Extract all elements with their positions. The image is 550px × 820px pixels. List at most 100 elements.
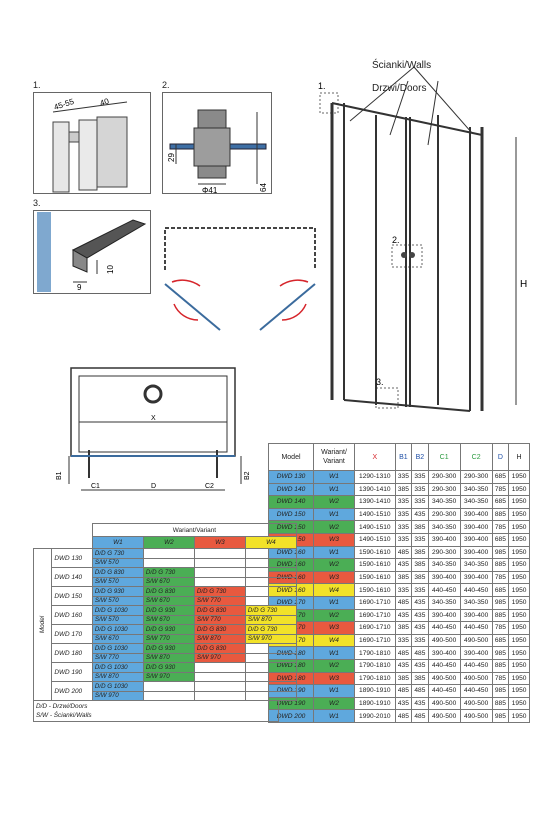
variant-col-header: W2 (142, 536, 195, 549)
variant-cell-empty (142, 681, 195, 692)
spec-cell: 435 (394, 558, 413, 572)
spec-cell: 490-500 (427, 709, 461, 723)
variant-model: DWD 140 (51, 567, 93, 587)
spec-cell: 440-450 (427, 621, 461, 635)
spec-cell: 685 (491, 583, 510, 597)
spec-cell: 440-450 (427, 658, 461, 673)
spec-cell: 385 (394, 570, 413, 585)
detail-1-label: 1. (33, 80, 41, 90)
spec-cell: 385 (394, 482, 413, 497)
spec-cell: 1950 (508, 570, 530, 585)
spec-cell: 1950 (508, 621, 530, 635)
variant-cell: D/D G 1030 (91, 643, 144, 654)
spec-cell: 1690-1710 (354, 608, 396, 623)
spec-cell: W2 (313, 658, 355, 673)
variant-cell: S/W 970 (91, 690, 144, 701)
spec-cell: 390-400 (459, 570, 493, 585)
variant-cell: D/D G 1030 (91, 605, 144, 616)
spec-cell: 785 (491, 621, 510, 635)
spec-cell: 1490-1510 (354, 520, 396, 534)
spec-cell: 385 (411, 671, 429, 686)
plan-dim-b1: B1 (56, 471, 63, 480)
spec-cell: 490-500 (459, 633, 493, 648)
variant-cell-empty (193, 681, 246, 692)
variant-cell: S/W 970 (142, 671, 195, 682)
spec-cell: 1950 (508, 545, 530, 560)
variant-cell: S/W 570 (91, 595, 144, 606)
spec-cell: 390-400 (459, 646, 493, 660)
spec-cell: DWD 140 (268, 482, 314, 497)
spec-cell: 1690-1710 (354, 595, 396, 610)
variant-cell: D/D G 830 (193, 605, 246, 616)
variant-cell-empty (193, 576, 246, 587)
spec-cell: 485 (411, 709, 429, 723)
variant-cell-empty (193, 671, 246, 682)
variant-table-title: Wariant/Variant (91, 523, 297, 537)
spec-header-c2: C2 (459, 443, 493, 471)
front-callout-3: 3. (376, 377, 384, 387)
spec-cell: W4 (313, 583, 355, 597)
front-callout-1: 1. (318, 81, 326, 91)
spec-cell: 885 (491, 658, 510, 673)
variant-cell-empty (244, 652, 297, 663)
spec-cell: 685 (491, 532, 510, 547)
detail-2-drawing: 29 Φ41 64 (162, 92, 272, 194)
spec-cell: 435 (394, 608, 413, 623)
spec-cell: 1790-1810 (354, 658, 396, 673)
variant-cell: D/D G 930 (91, 586, 144, 597)
front-dim-h: H (520, 279, 527, 290)
spec-cell: 340-350 (459, 595, 493, 610)
spec-cell: 335 (411, 470, 429, 484)
spec-cell: 1590-1610 (354, 545, 396, 560)
variant-cell: S/W 870 (142, 652, 195, 663)
spec-cell: 340-350 (427, 558, 461, 572)
variant-model-axis: Model (32, 548, 53, 701)
variant-cell: D/D G 930 (142, 662, 195, 673)
spec-cell: 440-450 (459, 658, 493, 673)
variant-legend: D/D - Drzwi/Doors S/W - Ścianki/Walls (33, 701, 279, 722)
spec-cell: W1 (313, 545, 355, 560)
variant-cell: S/W 670 (91, 633, 144, 644)
spec-cell: 335 (411, 532, 429, 547)
spec-cell: 785 (491, 570, 510, 585)
variant-cell: D/D G 1030 (91, 681, 144, 692)
spec-cell: 385 (394, 621, 413, 635)
spec-cell: 435 (394, 658, 413, 673)
spec-cell: 385 (411, 545, 429, 560)
variant-model: DWD 160 (51, 605, 93, 625)
d1-dim-b: 40 (99, 96, 111, 107)
spec-cell: 785 (491, 671, 510, 686)
floor-plan: X B1 B2 C1 D C2 (56, 367, 251, 491)
spec-cell: 290-300 (459, 470, 493, 484)
variant-cell: S/W 570 (91, 576, 144, 587)
spec-cell: DWD 130 (268, 470, 314, 484)
variant-cell-empty (244, 576, 297, 587)
spec-cell: 1950 (508, 696, 530, 711)
variant-cell-empty (244, 671, 297, 682)
spec-cell: 335 (394, 507, 413, 522)
legend-doors: D/D - Drzwi/Doors (36, 703, 88, 710)
spec-cell: 340-350 (459, 558, 493, 572)
variant-cell: D/D G 1030 (91, 624, 144, 635)
variant-col-header: W3 (193, 536, 246, 549)
variant-model: DWD 180 (51, 643, 93, 663)
spec-cell: 1950 (508, 671, 530, 686)
spec-header-c1: C1 (427, 443, 461, 471)
variant-cell: S/W 870 (244, 614, 297, 625)
variant-cell-empty (244, 595, 297, 606)
spec-cell: W2 (313, 558, 355, 572)
plan-dim-d: D (151, 483, 156, 490)
spec-cell: 1950 (508, 470, 530, 484)
spec-header-h: H (508, 443, 530, 471)
spec-cell: 1690-1710 (354, 633, 396, 648)
spec-cell: 485 (411, 646, 429, 660)
spec-cell: 290-300 (427, 545, 461, 560)
spec-cell: 485 (411, 684, 429, 698)
spec-cell: 440-450 (459, 621, 493, 635)
variant-model: DWD 170 (51, 624, 93, 644)
